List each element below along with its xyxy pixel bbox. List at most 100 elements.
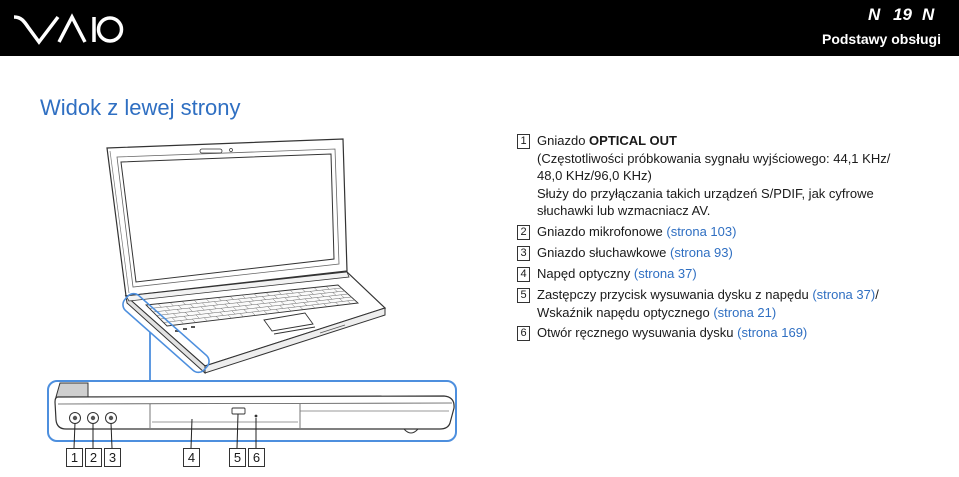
keyboard-key-separator — [262, 296, 266, 300]
keyboard-key-separator — [292, 299, 297, 304]
callout-3: 3 — [104, 448, 121, 467]
keyboard-key-separator — [205, 298, 210, 303]
microphone-port-inner — [90, 415, 96, 421]
laptop-lid-rim — [109, 150, 130, 294]
keyboard-keys — [149, 286, 355, 325]
touchpad-buttons — [273, 326, 316, 335]
page-link[interactable]: (strona 37) — [633, 266, 697, 281]
keyboard-key-separator — [202, 302, 206, 307]
item-optical-drive: 4 Napęd optyczny (strona 37) — [517, 265, 697, 283]
display-bezel — [116, 148, 340, 288]
keyboard-key-separator — [224, 303, 229, 308]
keyboard-key-separator — [166, 306, 170, 311]
laptop-hinge — [125, 271, 350, 302]
keyboard-key-separator — [260, 300, 265, 304]
keyboard-key-separator — [304, 298, 309, 303]
keyboard-key-separator — [323, 303, 328, 307]
display-screen — [120, 153, 335, 283]
keyboard-key-separator — [256, 304, 261, 308]
keyboard-key-separator — [287, 307, 292, 312]
item-label: Napęd optyczny — [537, 266, 631, 281]
page-link[interactable]: (strona 93) — [669, 245, 733, 260]
illustration-canvas — [47, 138, 457, 449]
item-optical-out: 1 Gniazdo OPTICAL OUT (Częstotliwości pr… — [517, 132, 890, 220]
keyboard-key-separator — [181, 301, 186, 305]
keyboard-key-separator — [200, 306, 205, 311]
keyboard-key-separator — [203, 317, 208, 322]
callout-line-1 — [73, 422, 76, 449]
keyboard-key-separator — [207, 313, 212, 318]
keyboard-key-separator — [321, 289, 326, 294]
page-link[interactable]: (strona 169) — [737, 325, 808, 340]
item-label: Gniazdo — [537, 133, 586, 148]
keyboard-key-separator — [190, 303, 194, 308]
item-headphone-jack: 3 Gniazdo słuchawkowe (strona 93) — [517, 244, 733, 262]
keyboard-key-separator — [301, 288, 306, 293]
keyboard-key-separator — [289, 289, 294, 294]
side-seam — [57, 402, 453, 405]
item-label: Zastępczy przycisk wysuwania dysku z nap… — [537, 287, 809, 302]
keyboard-key-separator — [169, 302, 174, 307]
item-manual-eject-hole: 6 Otwór ręcznego wysuwania dysku (strona… — [517, 324, 807, 342]
status-indicator — [191, 326, 195, 328]
item-marker: 6 — [517, 326, 530, 341]
page-link[interactable]: (strona 21) — [713, 304, 777, 320]
page-link[interactable]: (strona 103) — [666, 224, 737, 239]
item-detail: 48,0 KHz/96,0 KHz) — [537, 168, 652, 183]
item-label: Gniazdo mikrofonowe — [537, 224, 663, 239]
keyboard-key-separator — [164, 310, 169, 315]
laptop-left-side-view — [54, 382, 455, 434]
keyboard-key-separator — [193, 299, 198, 304]
keyboard-key-separator — [255, 307, 260, 312]
status-indicator — [183, 328, 187, 330]
keyboard-key-separator — [157, 303, 162, 308]
side-base — [54, 395, 455, 430]
keyboard-key-separator — [236, 302, 241, 307]
front-slot — [319, 324, 346, 334]
keyboard-key-separator — [303, 302, 308, 306]
keyboard-key-separator — [195, 314, 200, 319]
keyboard-key-separator — [251, 311, 256, 316]
headphone-port-inner — [108, 415, 114, 421]
vaio-logo[interactable] — [12, 12, 124, 46]
keyboard-key-separator — [333, 288, 338, 292]
laptop-left-face — [125, 294, 206, 375]
keyboard-key-separator — [244, 305, 249, 310]
keyboard-key-separator — [340, 294, 345, 299]
keyboard-key-separator — [217, 297, 222, 301]
page-link[interactable]: (strona 37) — [812, 287, 876, 302]
callout-line-3 — [110, 422, 113, 449]
webcam — [199, 148, 223, 154]
vaio-logo-a — [57, 13, 87, 43]
keyboard-key-separator — [178, 305, 182, 310]
callout-6: 6 — [248, 448, 265, 467]
keyboard-key-separator — [327, 299, 331, 303]
keyboard-key-separator — [188, 307, 193, 312]
item-label: Wskaźnik napędu optycznego — [537, 304, 710, 320]
keyboard-key-separator — [243, 309, 248, 313]
item-detail: (Częstotliwości próbkowania sygnału wyjś… — [537, 150, 891, 166]
keyboard-key-separator — [208, 309, 213, 314]
keyboard-key-separator — [335, 302, 340, 306]
callout-1: 1 — [66, 448, 83, 467]
keyboard-key-separator — [299, 306, 304, 310]
keyboard-key-separator — [219, 311, 224, 316]
keyboard-key-separator — [339, 298, 343, 302]
callout-5: 5 — [229, 448, 246, 467]
page-title: Widok z lewej strony — [40, 95, 241, 120]
keyboard-key-separator — [263, 310, 268, 315]
keyboard-key-separator — [325, 286, 330, 290]
status-indicator — [175, 330, 179, 332]
keyboard-key-separator — [315, 300, 319, 305]
item-detail: Służy do przyłączania takich urządzeń S/… — [537, 185, 874, 201]
keyboard-key-separator — [239, 313, 244, 317]
keyboard-key-separator — [308, 294, 313, 299]
prev-page-arrow[interactable]: N — [868, 5, 881, 24]
item-marker: 3 — [517, 246, 530, 261]
item-eject-button: 5 Zastępczy przycisk wysuwania dysku z n… — [517, 286, 879, 321]
keyboard-key-separator — [313, 287, 318, 291]
keyboard-key-separator — [275, 309, 280, 313]
keyboard-key-separator — [284, 297, 289, 301]
manual-eject-hole — [254, 414, 258, 418]
next-page-arrow[interactable]: N — [922, 5, 935, 24]
